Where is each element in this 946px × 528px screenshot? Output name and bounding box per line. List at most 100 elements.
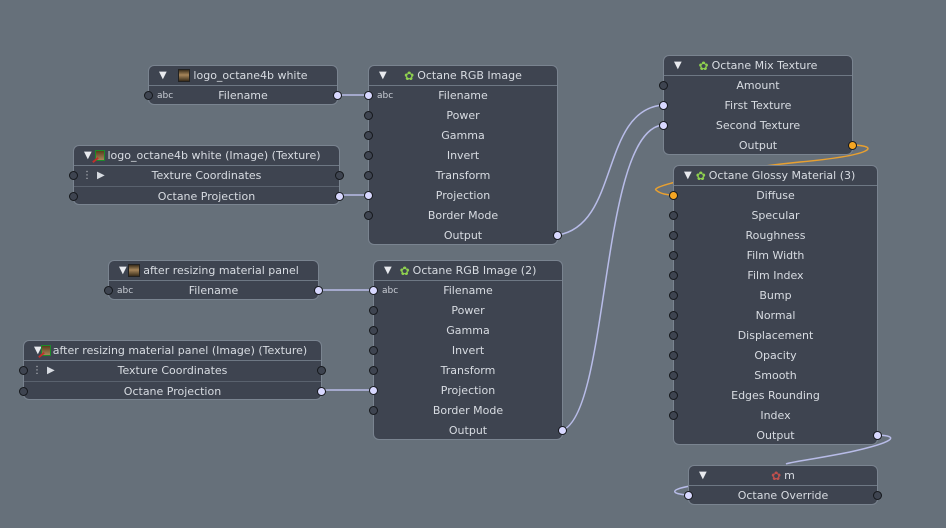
input-port[interactable] <box>669 331 678 340</box>
port-row-normal[interactable]: Normal <box>669 306 877 326</box>
port-row-index[interactable]: Index <box>669 406 877 426</box>
input-port[interactable] <box>369 326 378 335</box>
port-row-invert[interactable]: Invert <box>369 341 562 361</box>
input-port[interactable] <box>364 191 373 200</box>
drag-handle-icon[interactable]: ⋮ <box>32 365 42 376</box>
node-octane-override[interactable]: ▼ ✿ m Octane Override <box>684 465 882 506</box>
collapse-toggle-icon[interactable]: ▼ <box>684 170 692 181</box>
port-row-texture-coordinates[interactable]: ⋮▶ Texture Coordinates <box>69 166 344 187</box>
input-port[interactable] <box>669 351 678 360</box>
output-port[interactable] <box>873 491 882 500</box>
collapse-toggle-icon[interactable]: ▼ <box>699 470 707 481</box>
output-port[interactable] <box>335 192 344 201</box>
input-port[interactable] <box>669 291 678 300</box>
port-row-film-index[interactable]: Film Index <box>669 266 877 286</box>
input-port[interactable] <box>364 111 373 120</box>
input-port[interactable] <box>369 366 378 375</box>
collapse-toggle-icon[interactable]: ▼ <box>119 265 127 276</box>
output-port[interactable] <box>873 431 882 440</box>
output-port[interactable] <box>558 426 567 435</box>
collapse-toggle-icon[interactable]: ▼ <box>84 150 92 161</box>
port-row-opacity[interactable]: Opacity <box>669 346 877 366</box>
collapse-toggle-icon[interactable]: ▼ <box>384 265 392 276</box>
node-header[interactable]: ▼ logo_octane4b white <box>149 66 337 86</box>
output-port[interactable] <box>317 387 326 396</box>
input-port[interactable] <box>369 306 378 315</box>
port-row-specular[interactable]: Specular <box>669 206 877 226</box>
port-row-amount[interactable]: Amount <box>659 76 852 96</box>
node-logo-texture[interactable]: ▼ logo_octane4b white (Image) (Texture) … <box>69 145 344 207</box>
node-header[interactable]: ▼ after resizing material panel (Image) … <box>24 341 321 361</box>
input-port[interactable] <box>364 91 373 100</box>
collapse-toggle-icon[interactable]: ▼ <box>379 70 387 81</box>
port-row-octane-projection[interactable]: Octane Projection <box>19 382 326 402</box>
input-port[interactable] <box>669 191 678 200</box>
input-port[interactable] <box>104 286 113 295</box>
node-logo-image-file[interactable]: ▼ logo_octane4b white abc Filename <box>144 65 342 106</box>
port-row-power[interactable]: Power <box>364 106 557 126</box>
output-port[interactable] <box>848 141 857 150</box>
input-port[interactable] <box>19 387 28 396</box>
port-row-invert[interactable]: Invert <box>364 146 557 166</box>
collapse-toggle-icon[interactable]: ▼ <box>674 60 682 71</box>
port-row-transform[interactable]: Transform <box>364 166 557 186</box>
input-port[interactable] <box>669 271 678 280</box>
port-row-diffuse[interactable]: Diffuse <box>669 186 877 206</box>
input-port[interactable] <box>364 211 373 220</box>
input-port[interactable] <box>364 171 373 180</box>
node-octane-mix-texture[interactable]: ▼ ✿ Octane Mix Texture Amount First Text… <box>659 55 857 155</box>
input-port[interactable] <box>659 121 668 130</box>
output-port[interactable] <box>553 231 562 240</box>
port-row-film-width[interactable]: Film Width <box>669 246 877 266</box>
port-row-output[interactable]: Output <box>374 421 567 441</box>
node-header[interactable]: ▼ logo_octane4b white (Image) (Texture) <box>74 146 339 166</box>
port-row-gamma[interactable]: Gamma <box>364 126 557 146</box>
port-row-projection[interactable]: Projection <box>369 381 562 401</box>
port-row-gamma[interactable]: Gamma <box>369 321 562 341</box>
output-port[interactable] <box>333 91 342 100</box>
output-port[interactable] <box>314 286 323 295</box>
node-header[interactable]: ▼ ✿ Octane RGB Image (2) <box>374 261 562 281</box>
input-port[interactable] <box>364 131 373 140</box>
input-port[interactable] <box>364 151 373 160</box>
port-row-filename[interactable]: abc Filename <box>144 86 342 106</box>
input-port[interactable] <box>369 406 378 415</box>
input-port[interactable] <box>369 286 378 295</box>
collapse-toggle-icon[interactable]: ▼ <box>159 70 167 81</box>
input-port[interactable] <box>669 311 678 320</box>
node-header[interactable]: ▼ ✿ Octane RGB Image <box>369 66 557 86</box>
node-header[interactable]: ▼ after resizing material panel <box>109 261 318 281</box>
node-header[interactable]: ▼ ✿ Octane Glossy Material (3) <box>674 166 877 186</box>
port-row-edges-rounding[interactable]: Edges Rounding <box>669 386 877 406</box>
port-row-bump[interactable]: Bump <box>669 286 877 306</box>
port-row-projection[interactable]: Projection <box>364 186 557 206</box>
expand-arrow-icon[interactable]: ▶ <box>47 365 55 376</box>
port-row-output[interactable]: Output <box>369 226 562 246</box>
node-resize-texture[interactable]: ▼ after resizing material panel (Image) … <box>19 340 326 402</box>
port-row-border-mode[interactable]: Border Mode <box>369 401 562 421</box>
port-row-smooth[interactable]: Smooth <box>669 366 877 386</box>
wire-rgb1-to-first-texture[interactable] <box>557 104 664 236</box>
input-port[interactable] <box>669 371 678 380</box>
output-port[interactable] <box>317 366 326 375</box>
expand-arrow-icon[interactable]: ▶ <box>97 170 105 181</box>
port-row-second-texture[interactable]: Second Texture <box>659 116 852 136</box>
port-row-first-texture[interactable]: First Texture <box>659 96 852 116</box>
drag-handle-icon[interactable]: ⋮ <box>82 170 92 181</box>
port-row-octane-projection[interactable]: Octane Projection <box>69 187 344 207</box>
port-row-octane-override[interactable]: Octane Override <box>684 486 882 506</box>
port-row-border-mode[interactable]: Border Mode <box>364 206 557 226</box>
input-port[interactable] <box>659 101 668 110</box>
input-port[interactable] <box>669 211 678 220</box>
input-port[interactable] <box>659 81 668 90</box>
node-header[interactable]: ▼ ✿ Octane Mix Texture <box>664 56 852 76</box>
wire-rgb2-to-second-texture[interactable] <box>562 124 664 431</box>
input-port[interactable] <box>669 391 678 400</box>
node-resize-image-file[interactable]: ▼ after resizing material panel abc File… <box>104 260 323 300</box>
input-port[interactable] <box>369 346 378 355</box>
port-row-roughness[interactable]: Roughness <box>669 226 877 246</box>
port-row-displacement[interactable]: Displacement <box>669 326 877 346</box>
